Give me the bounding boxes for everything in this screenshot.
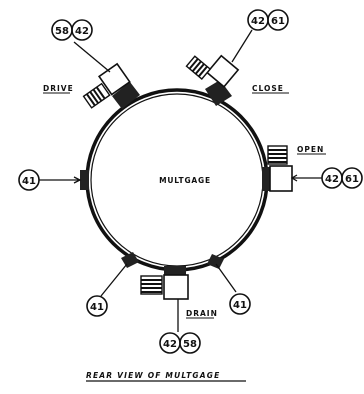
open-arrow-icon bbox=[290, 174, 298, 182]
bottom-right-leader-line bbox=[215, 263, 237, 293]
drain-ref-bubbles: 42 58 bbox=[159, 332, 201, 354]
open-ref-bubbles: 42 61 bbox=[321, 167, 363, 189]
open-label: OPEN bbox=[297, 145, 324, 154]
close-leader-line bbox=[231, 29, 253, 63]
close-valve bbox=[185, 54, 240, 106]
drain-valve bbox=[140, 266, 189, 300]
drive-valve bbox=[82, 62, 140, 109]
close-ref-bubbles: 42 61 bbox=[247, 9, 289, 31]
drive-label: DRIVE bbox=[43, 84, 74, 93]
left-port bbox=[80, 170, 89, 190]
ref-bubble-left: 41 bbox=[22, 176, 36, 187]
ref-bubble-close-a: 42 bbox=[251, 16, 265, 27]
ref-bubble-drain-a: 42 bbox=[163, 339, 177, 350]
bottom-left-port bbox=[121, 252, 139, 268]
center-label: MULTGAGE bbox=[159, 176, 211, 185]
drive-ref-bubbles: 58 42 bbox=[51, 19, 93, 41]
ref-bubble-drain-b: 58 bbox=[183, 339, 197, 350]
ref-bubble-bottom-right: 41 bbox=[233, 300, 247, 311]
drain-label: DRAIN bbox=[186, 309, 218, 318]
ref-bubble-bottom-left: 41 bbox=[90, 302, 104, 313]
ref-bubble-bottom-right-circle bbox=[229, 293, 251, 315]
ref-bubble-drive-b: 42 bbox=[75, 26, 89, 37]
ref-bubble-bottom-left-circle bbox=[86, 295, 108, 317]
ref-bubble-open-b: 61 bbox=[345, 174, 359, 185]
left-arrow-icon bbox=[73, 176, 82, 184]
bottom-right-port bbox=[207, 254, 224, 269]
ref-bubble-open-a: 42 bbox=[325, 174, 339, 185]
ref-bubble-left-circle bbox=[18, 169, 40, 191]
close-label: CLOSE bbox=[252, 84, 284, 93]
open-valve bbox=[262, 145, 293, 192]
bottom-left-leader-line bbox=[100, 263, 128, 297]
ref-bubble-close-b: 61 bbox=[271, 16, 285, 27]
diagram-caption: REAR VIEW OF MULTGAGE bbox=[86, 371, 220, 380]
drive-leader-line bbox=[73, 41, 111, 73]
ref-bubble-drive-a: 58 bbox=[55, 26, 69, 37]
